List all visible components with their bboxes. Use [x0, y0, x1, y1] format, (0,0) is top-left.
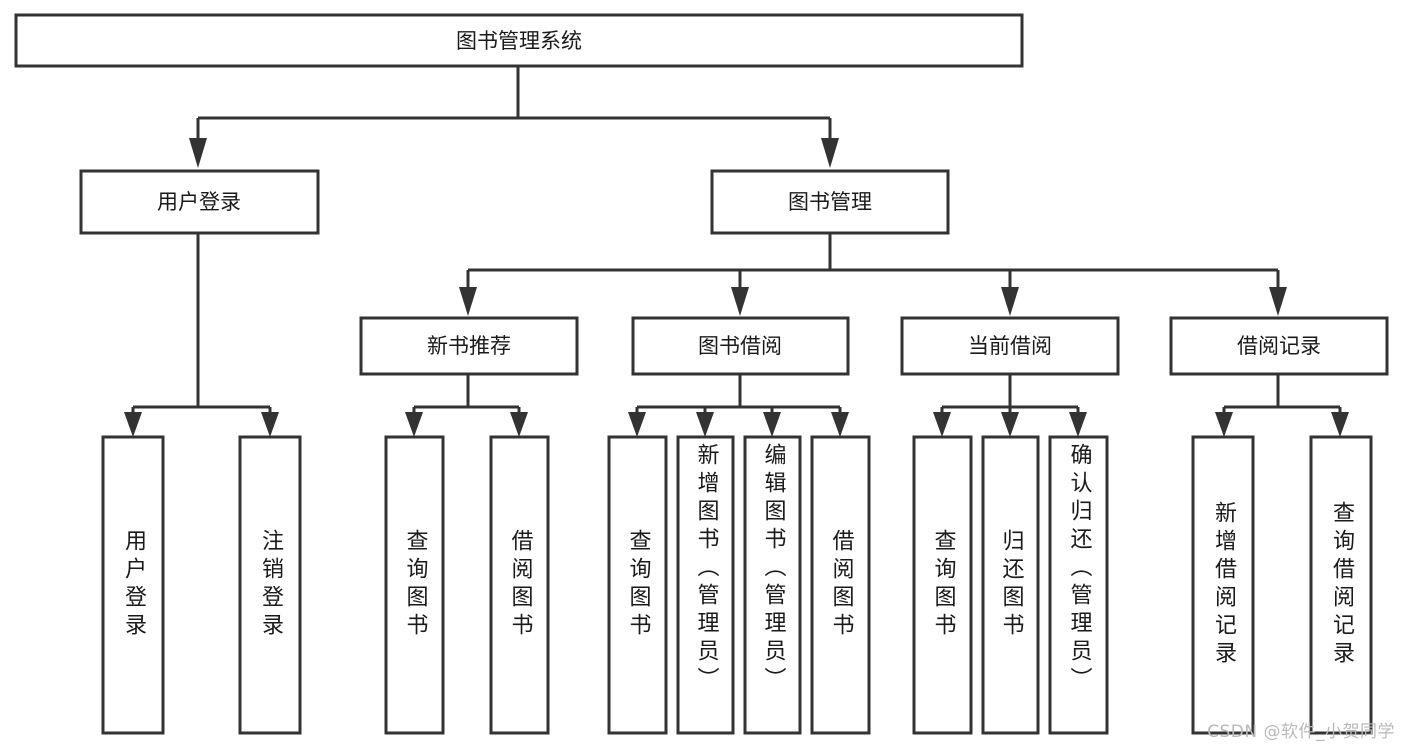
arrow-head-leaf-confirm-return: [1069, 412, 1087, 437]
node-leaf-return-book[interactable]: [981, 435, 1040, 735]
arrow-head-new-book: [459, 287, 477, 316]
arrow-head-leaf-add-book: [696, 412, 714, 437]
node-leaf-query-book-3[interactable]: [912, 435, 973, 735]
node-leaf-query-book-2-box[interactable]: [607, 435, 668, 735]
node-leaf-borrow-book-1[interactable]: [489, 435, 550, 735]
connector-bookmanage-to-level2: [459, 233, 1287, 316]
connector-bookborrow-to-leaves: [628, 374, 849, 437]
node-leaf-logout-login-box[interactable]: [238, 435, 302, 735]
arrow-head-leaf-user-login: [124, 412, 142, 437]
node-leaf-query-record-box[interactable]: [1309, 435, 1373, 735]
node-leaf-query-book-2[interactable]: [607, 435, 668, 735]
node-book-borrow[interactable]: 图书借阅: [631, 316, 850, 376]
connector-root-to-level1: [189, 66, 839, 168]
node-leaf-add-book-box[interactable]: [676, 435, 735, 735]
connector-currentborrow-to-leaves: [933, 374, 1087, 437]
arrow-head-leaf-query-book-1: [405, 412, 423, 437]
node-leaf-user-login-box[interactable]: [101, 435, 165, 735]
node-borrow-record-label: 借阅记录: [1237, 334, 1321, 358]
node-current-borrow[interactable]: 当前借阅: [900, 316, 1120, 376]
node-user-login[interactable]: 用户登录: [79, 169, 320, 235]
node-leaf-confirm-return[interactable]: [1048, 435, 1109, 735]
node-root[interactable]: 图书管理系统: [14, 13, 1024, 68]
arrow-head-leaf-borrow-book-1: [510, 412, 528, 437]
node-current-borrow-label: 当前借阅: [968, 334, 1052, 358]
arrow-head-book-manage: [821, 138, 839, 168]
arrow-head-leaf-edit-book: [763, 412, 781, 437]
connector-userlogin-to-leaves: [124, 233, 279, 437]
node-leaf-edit-book[interactable]: [743, 435, 802, 735]
node-leaf-query-book-1-box[interactable]: [384, 435, 445, 735]
node-leaf-return-book-box[interactable]: [981, 435, 1040, 735]
arrow-head-book-borrow: [731, 287, 749, 316]
node-user-login-box[interactable]: [79, 169, 320, 235]
node-leaf-add-record[interactable]: [1191, 435, 1255, 735]
arrow-head-borrow-record: [1269, 287, 1287, 316]
node-leaf-add-record-box[interactable]: [1191, 435, 1255, 735]
arrow-head-leaf-borrow-book-2: [831, 412, 849, 437]
node-root-label: 图书管理系统: [456, 29, 582, 53]
node-leaf-query-book-3-box[interactable]: [912, 435, 973, 735]
node-new-book-recommend[interactable]: 新书推荐: [359, 316, 579, 376]
node-root-box[interactable]: [14, 13, 1024, 68]
node-new-book-recommend-label: 新书推荐: [427, 334, 511, 358]
arrow-head-leaf-logout: [261, 412, 279, 437]
node-book-manage-box[interactable]: [710, 169, 950, 235]
node-leaf-query-book-1[interactable]: [384, 435, 445, 735]
node-leaf-confirm-return-box[interactable]: [1048, 435, 1109, 735]
node-leaf-logout-login[interactable]: [238, 435, 302, 735]
node-book-manage-label: 图书管理: [788, 190, 872, 214]
arrow-head-user-login: [189, 138, 207, 168]
node-leaf-user-login[interactable]: [101, 435, 165, 735]
arrow-head-leaf-query-record: [1331, 412, 1349, 437]
connector-newbook-to-leaves: [405, 374, 528, 437]
node-leaf-borrow-book-2[interactable]: [810, 435, 871, 735]
node-current-borrow-box[interactable]: [900, 316, 1120, 376]
arrow-head-leaf-query-book-2: [628, 412, 646, 437]
node-leaf-borrow-book-2-box[interactable]: [810, 435, 871, 735]
arrow-head-current-borrow: [1001, 287, 1019, 316]
node-new-book-recommend-box[interactable]: [359, 316, 579, 376]
node-leaf-add-book[interactable]: [676, 435, 735, 735]
arrow-head-leaf-query-book-3: [933, 412, 951, 437]
node-leaf-edit-book-box[interactable]: [743, 435, 802, 735]
node-book-borrow-box[interactable]: [631, 316, 850, 376]
node-user-login-label: 用户登录: [157, 190, 241, 214]
arrow-head-leaf-add-record: [1215, 412, 1233, 437]
node-book-borrow-label: 图书借阅: [698, 334, 782, 358]
node-leaf-query-record[interactable]: [1309, 435, 1373, 735]
node-borrow-record[interactable]: 借阅记录: [1169, 316, 1389, 376]
arrow-head-leaf-return-book: [1001, 412, 1019, 437]
connector-borrowrecord-to-leaves: [1215, 374, 1349, 437]
node-leaf-borrow-book-1-box[interactable]: [489, 435, 550, 735]
node-borrow-record-box[interactable]: [1169, 316, 1389, 376]
node-book-manage[interactable]: 图书管理: [710, 169, 950, 235]
